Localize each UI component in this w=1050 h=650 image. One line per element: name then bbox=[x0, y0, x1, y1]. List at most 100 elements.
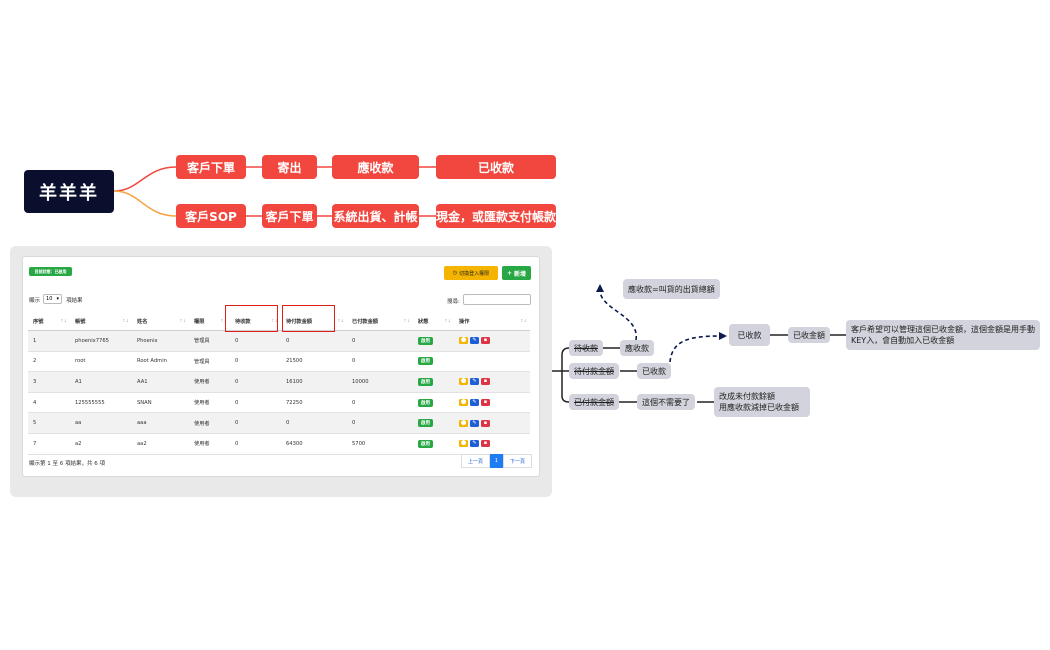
cell-name: AA1 bbox=[132, 371, 189, 393]
toggle-icon[interactable]: ⬤ bbox=[459, 337, 468, 345]
col-header[interactable]: 序號↑↓ bbox=[28, 312, 70, 331]
cell-account: root bbox=[70, 351, 132, 373]
cell-account: a2 bbox=[70, 433, 132, 455]
status-pill[interactable]: 啟用 bbox=[418, 336, 433, 345]
search-input[interactable] bbox=[463, 294, 531, 305]
cell-id: 7 bbox=[28, 433, 70, 455]
edit-icon[interactable]: ✎ bbox=[470, 378, 479, 386]
cell-actions: ⬤✎▪ bbox=[454, 392, 530, 414]
show-suffix: 項結果 bbox=[66, 298, 83, 304]
node-customer-order-2[interactable]: 客戶下單 bbox=[262, 204, 317, 228]
status-pill[interactable]: 啟用 bbox=[418, 377, 433, 386]
col-header[interactable]: 已付款金額↑↓ bbox=[347, 312, 413, 331]
pager-next[interactable]: 下一頁 bbox=[503, 454, 532, 468]
cell-name: SNAN bbox=[132, 392, 189, 414]
node-ship[interactable]: 寄出 bbox=[262, 155, 317, 179]
edit-icon[interactable]: ✎ bbox=[470, 440, 479, 448]
edit-icon[interactable]: ✎ bbox=[470, 399, 479, 407]
delete-icon[interactable]: ▪ bbox=[481, 440, 490, 448]
col-header[interactable]: 姓名↑↓ bbox=[132, 312, 189, 331]
page-size-select[interactable]: 10▾ bbox=[43, 294, 62, 304]
status-pill[interactable]: 啟用 bbox=[418, 419, 433, 428]
col-header[interactable]: 待付款金額↑↓ bbox=[281, 312, 347, 331]
edit-icon[interactable]: ✎ bbox=[470, 337, 479, 345]
col-header[interactable]: 狀態↑↓ bbox=[413, 312, 454, 331]
highlight-receivable bbox=[225, 305, 278, 332]
col-header[interactable]: 待收款↑↓ bbox=[230, 312, 281, 331]
cell-status: 啟用 bbox=[413, 351, 454, 373]
show-prefix: 顯示 bbox=[29, 298, 41, 304]
col-header[interactable]: 權限↑↓ bbox=[189, 312, 230, 331]
page-size-value: 10 bbox=[46, 296, 53, 302]
cell-payable: 21500 bbox=[281, 351, 347, 373]
cell-receivable: 0 bbox=[230, 351, 281, 373]
note-paid-desc[interactable]: 改成未付款餘額 用應收款減掉已收金額 bbox=[714, 387, 810, 417]
note-receivable[interactable]: 待收款 bbox=[569, 340, 603, 356]
cell-id: 4 bbox=[28, 392, 70, 414]
node-receivable[interactable]: 應收款 bbox=[332, 155, 419, 179]
note-received-field[interactable]: 已收金額 bbox=[788, 327, 830, 343]
note-payable-to[interactable]: 已收款 bbox=[637, 363, 671, 379]
note-paid-to[interactable]: 這個不需要了 bbox=[637, 394, 695, 410]
cell-role: 管理員 bbox=[189, 330, 230, 352]
toggle-icon[interactable]: ⬤ bbox=[459, 440, 468, 448]
delete-icon[interactable]: ▪ bbox=[481, 337, 490, 345]
toggle-icon[interactable]: ⬤ bbox=[459, 419, 468, 427]
cell-paid: 5700 bbox=[347, 433, 413, 455]
note-received-amount[interactable]: 已收款 bbox=[729, 324, 770, 346]
cell-actions bbox=[454, 351, 530, 373]
pager-prev[interactable]: 上一頁 bbox=[461, 454, 490, 468]
cell-receivable: 0 bbox=[230, 371, 281, 393]
status-pill[interactable]: 啟用 bbox=[418, 357, 433, 366]
note-paid[interactable]: 已付款金額 bbox=[569, 394, 619, 410]
mindmap-root: 羊羊羊 bbox=[24, 170, 114, 213]
note-payable[interactable]: 待付款金額 bbox=[569, 363, 619, 379]
node-payment[interactable]: 現金，或匯款支付帳款 bbox=[436, 204, 556, 228]
note-receivable-definition[interactable]: 應收款=叫貨的出貨總額 bbox=[623, 279, 720, 299]
cell-paid: 0 bbox=[347, 392, 413, 414]
cell-payable: 64300 bbox=[281, 433, 347, 455]
note-paid-label: 已付款金額 bbox=[574, 397, 614, 407]
col-header[interactable]: 操作↑↓ bbox=[454, 312, 530, 331]
note-receivable-to[interactable]: 應收款 bbox=[620, 340, 654, 356]
status-pill[interactable]: 啟用 bbox=[418, 398, 433, 407]
highlight-payable bbox=[282, 305, 335, 332]
delete-icon[interactable]: ▪ bbox=[481, 419, 490, 427]
cell-payable: 72250 bbox=[281, 392, 347, 414]
users-table: 序號↑↓ 帳號↑↓ 姓名↑↓ 權限↑↓ 待收款↑↓ 待付款金額↑↓ 已付款金額↑… bbox=[28, 312, 530, 455]
cell-name: Phoenix bbox=[132, 330, 189, 352]
cell-status: 啟用 bbox=[413, 330, 454, 352]
cell-paid: 0 bbox=[347, 330, 413, 352]
toggle-icon[interactable]: ⬤ bbox=[459, 378, 468, 386]
note-received-desc[interactable]: 客戶希望可以管理這個已收金額，這個金額是用手動KEY入，會自動加入已收金額 bbox=[846, 320, 1040, 350]
status-pill[interactable]: 啟用 bbox=[418, 439, 433, 448]
delete-icon[interactable]: ▪ bbox=[481, 399, 490, 407]
cell-receivable: 0 bbox=[230, 330, 281, 352]
cell-status: 啟用 bbox=[413, 371, 454, 393]
cell-account: phoenix7765 bbox=[70, 330, 132, 352]
cell-payable: 0 bbox=[281, 412, 347, 434]
switch-permission-label: 切換登入權限 bbox=[459, 270, 490, 277]
node-ship-billing[interactable]: 系統出貨、計帳 bbox=[332, 204, 419, 228]
delete-icon[interactable]: ▪ bbox=[481, 378, 490, 386]
cell-status: 啟用 bbox=[413, 433, 454, 455]
node-customer-sop[interactable]: 客戶SOP bbox=[176, 204, 246, 228]
cell-account: 125555555 bbox=[70, 392, 132, 414]
cell-payable: 0 bbox=[281, 330, 347, 352]
node-received[interactable]: 已收款 bbox=[436, 155, 556, 179]
pager-page-1[interactable]: 1 bbox=[490, 454, 503, 468]
cell-actions: ⬤✎▪ bbox=[454, 412, 530, 434]
cell-id: 5 bbox=[28, 412, 70, 434]
col-header[interactable]: 帳號↑↓ bbox=[70, 312, 132, 331]
edit-icon[interactable]: ✎ bbox=[470, 419, 479, 427]
status-badge: 目前狀態：已啟用 bbox=[29, 267, 72, 276]
node-customer-order[interactable]: 客戶下單 bbox=[176, 155, 246, 179]
switch-permission-button[interactable]: ◷切換登入權限 bbox=[444, 266, 498, 280]
add-button[interactable]: +新增 bbox=[502, 266, 531, 280]
toggle-icon[interactable]: ⬤ bbox=[459, 399, 468, 407]
plus-icon: + bbox=[506, 269, 512, 277]
cell-payable: 16100 bbox=[281, 371, 347, 393]
cell-role: 使用者 bbox=[189, 392, 230, 414]
